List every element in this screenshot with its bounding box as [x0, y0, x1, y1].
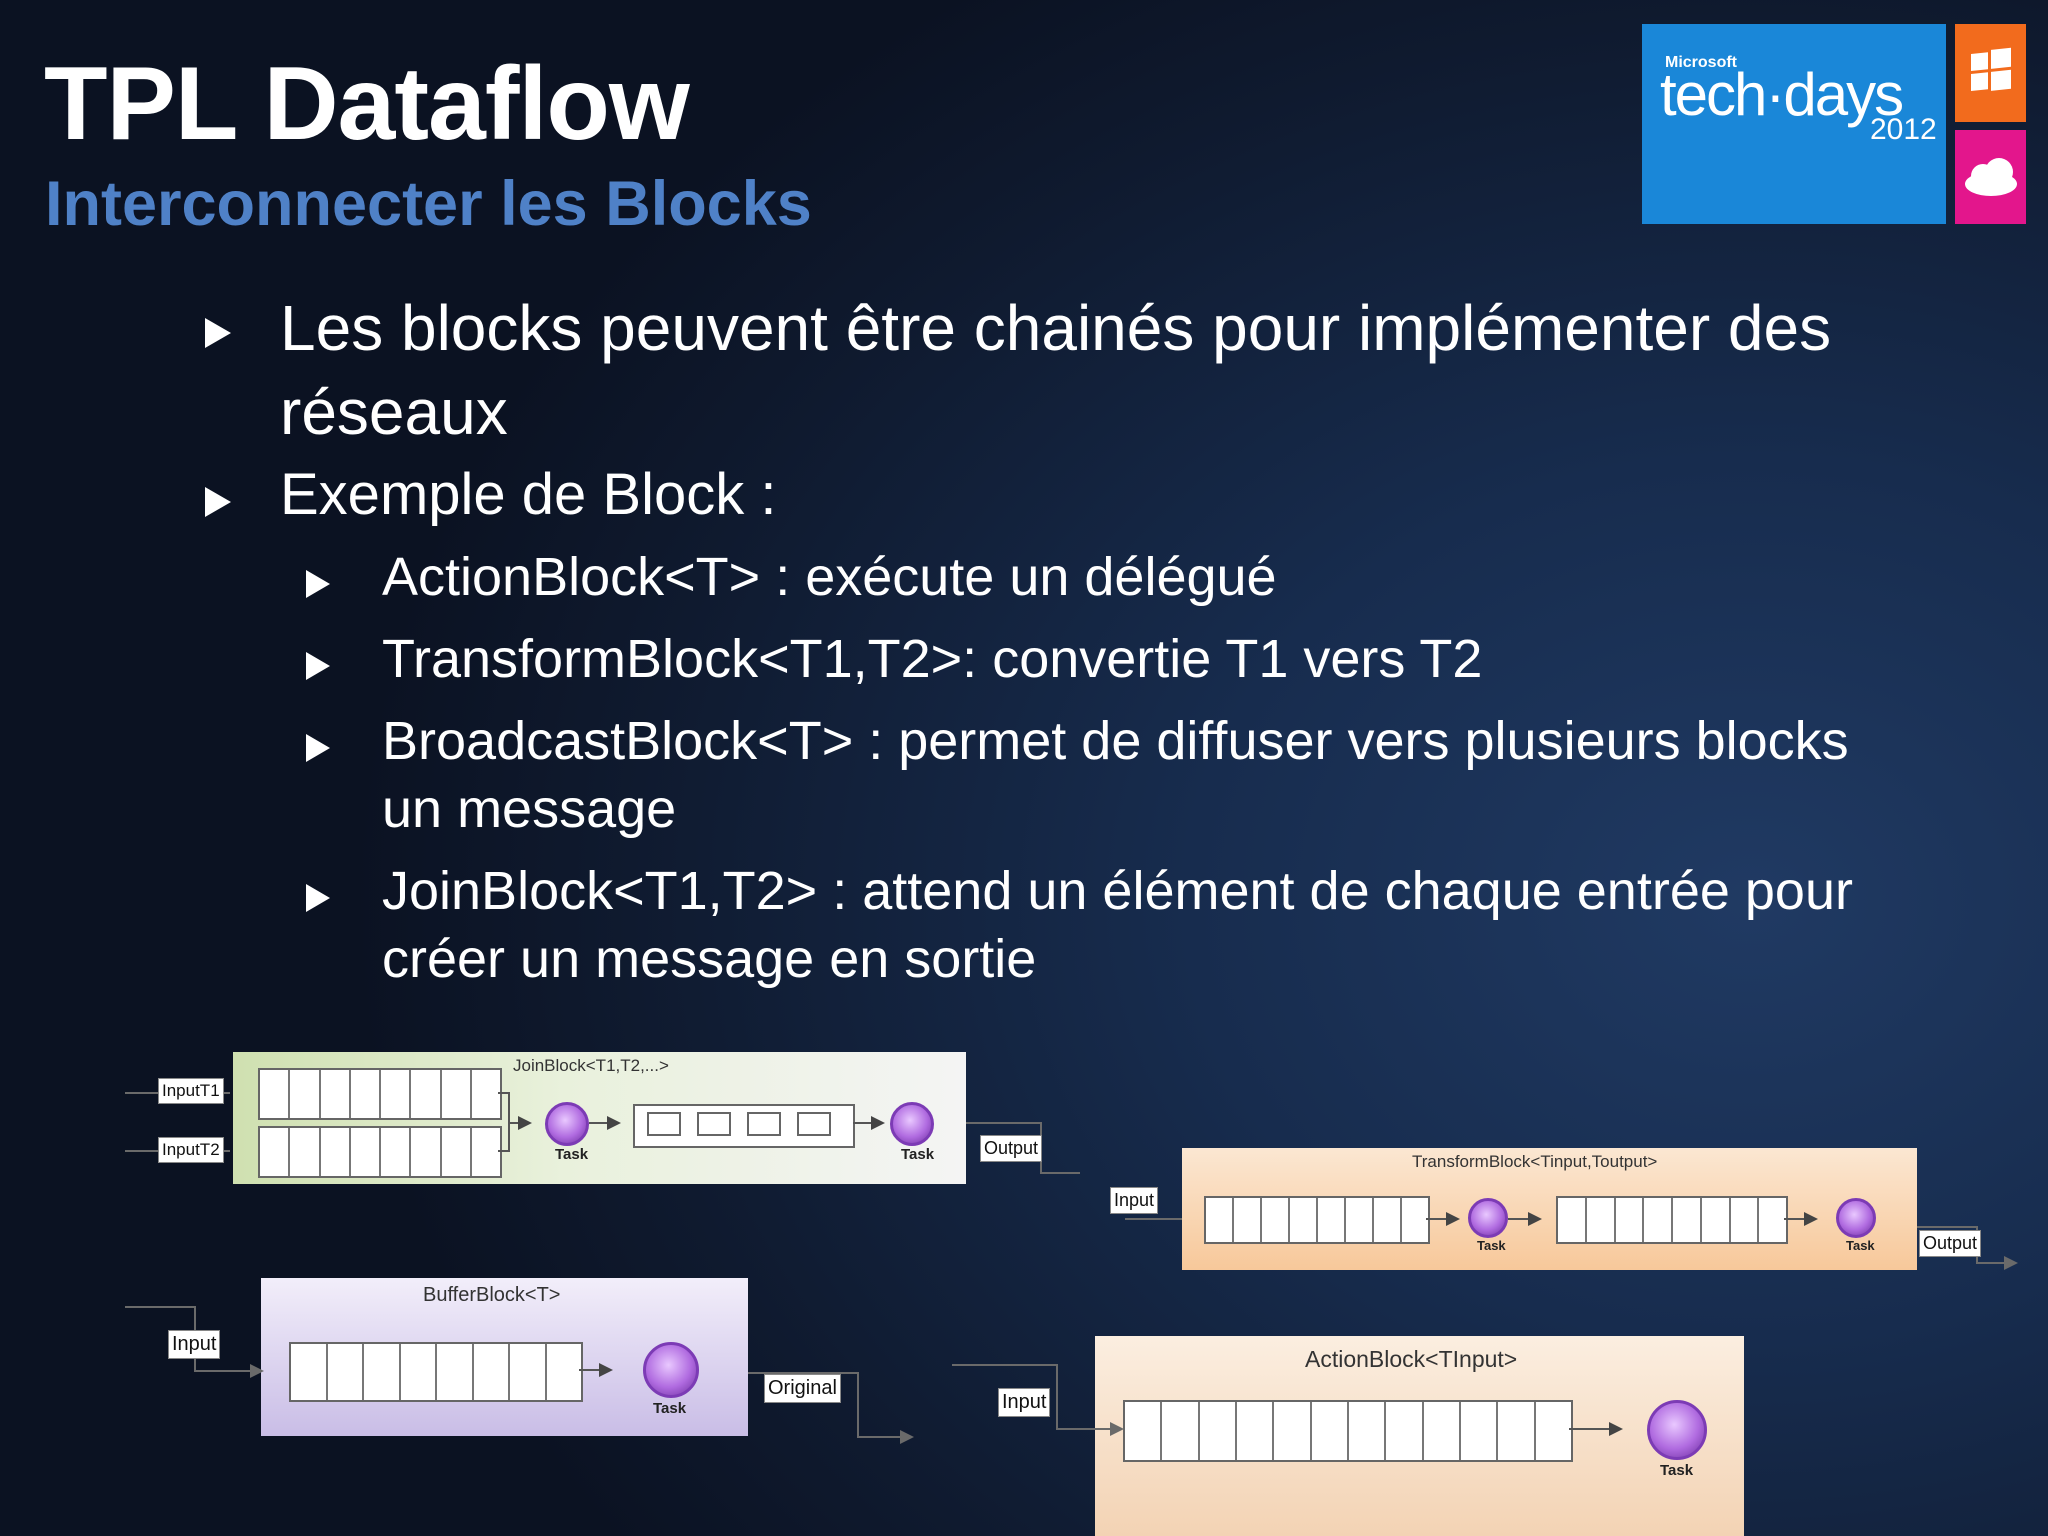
bullet-triangle-icon — [205, 318, 231, 348]
transform-block-title: TransformBlock<Tinput,Toutput> — [1412, 1152, 1658, 1171]
transform-output-task-icon — [1836, 1198, 1876, 1238]
join-tuple-queue — [633, 1104, 855, 1148]
transform-block: TransformBlock<Tinput,Toutput> Task Task — [1182, 1148, 1917, 1270]
transform-output-queue — [1556, 1196, 1788, 1244]
logo-name: tech·days — [1660, 61, 1904, 128]
join-input-t1-label: InputT1 — [158, 1078, 224, 1104]
action-task-label: Task — [1660, 1462, 1694, 1479]
techdays-logo — [1642, 24, 1946, 224]
subbullet-triangle-icon — [306, 884, 330, 912]
subbullet-4-line-2: créer un message en sortie — [382, 929, 1037, 989]
join-input-t2-label: InputT2 — [158, 1137, 224, 1163]
buffer-block: BufferBlock<T> Task — [261, 1278, 748, 1436]
subbullet-triangle-icon — [306, 734, 330, 762]
join-output-task-label: Task — [901, 1146, 935, 1163]
transform-task-icon — [1468, 1198, 1508, 1238]
join-queue-2 — [258, 1126, 502, 1178]
transform-output-task-label: Task — [1846, 1238, 1875, 1253]
subbullet-3-line-1: BroadcastBlock<T> : permet de diffuser v… — [382, 711, 1849, 771]
join-output-label: Output — [980, 1135, 1043, 1162]
transform-output-label: Output — [1919, 1230, 1982, 1257]
dataflow-diagram: JoinBlock<T1,T2,...> Task Task InputT1 I… — [0, 1040, 2048, 1536]
join-queue-1 — [258, 1068, 502, 1120]
transform-input-queue — [1204, 1196, 1430, 1244]
bullet-1-line-2: réseaux — [280, 376, 508, 448]
join-task-label: Task — [555, 1146, 589, 1163]
subbullet-triangle-icon — [306, 570, 330, 598]
logo-year: 2012 — [1870, 113, 1937, 146]
buffer-queue — [289, 1342, 583, 1402]
join-task-icon — [545, 1102, 589, 1146]
subbullet-4-line-1: JoinBlock<T1,T2> : attend un élément de … — [382, 861, 1853, 921]
action-queue — [1123, 1400, 1573, 1462]
subbullet-triangle-icon — [306, 652, 330, 680]
buffer-task-icon — [643, 1342, 699, 1398]
buffer-input-label: Input — [168, 1330, 221, 1359]
action-input-label: Input — [998, 1388, 1051, 1417]
cloud-icon — [1955, 130, 2026, 224]
join-block: JoinBlock<T1,T2,...> Task Task — [233, 1052, 966, 1184]
buffer-block-title: BufferBlock<T> — [423, 1284, 561, 1306]
bullet-triangle-icon — [205, 487, 231, 517]
buffer-output-label: Original — [764, 1374, 841, 1403]
slide-title: TPL Dataflow — [44, 46, 690, 162]
logo-brand: Microsoft — [1665, 54, 1737, 71]
subbullet-2: TransformBlock<T1,T2>: convertie T1 vers… — [382, 629, 1483, 689]
action-block: ActionBlock<TInput> Task — [1095, 1336, 1744, 1536]
action-task-icon — [1647, 1400, 1707, 1460]
subbullet-1: ActionBlock<T> : exécute un délégué — [382, 547, 1277, 607]
subbullet-3-line-2: un message — [382, 779, 677, 839]
join-block-title: JoinBlock<T1,T2,...> — [513, 1056, 669, 1075]
transform-input-label: Input — [1110, 1187, 1159, 1214]
windows-logo-icon — [1955, 24, 2026, 122]
slide-subtitle: Interconnecter les Blocks — [45, 169, 812, 239]
transform-task-label: Task — [1477, 1238, 1506, 1253]
bullet-2-line-1: Exemple de Block : — [280, 462, 777, 527]
action-block-title: ActionBlock<TInput> — [1305, 1346, 1518, 1372]
buffer-task-label: Task — [653, 1400, 687, 1417]
join-output-task-icon — [890, 1102, 934, 1146]
bullet-1-line-1: Les blocks peuvent être chainés pour imp… — [280, 292, 1832, 364]
